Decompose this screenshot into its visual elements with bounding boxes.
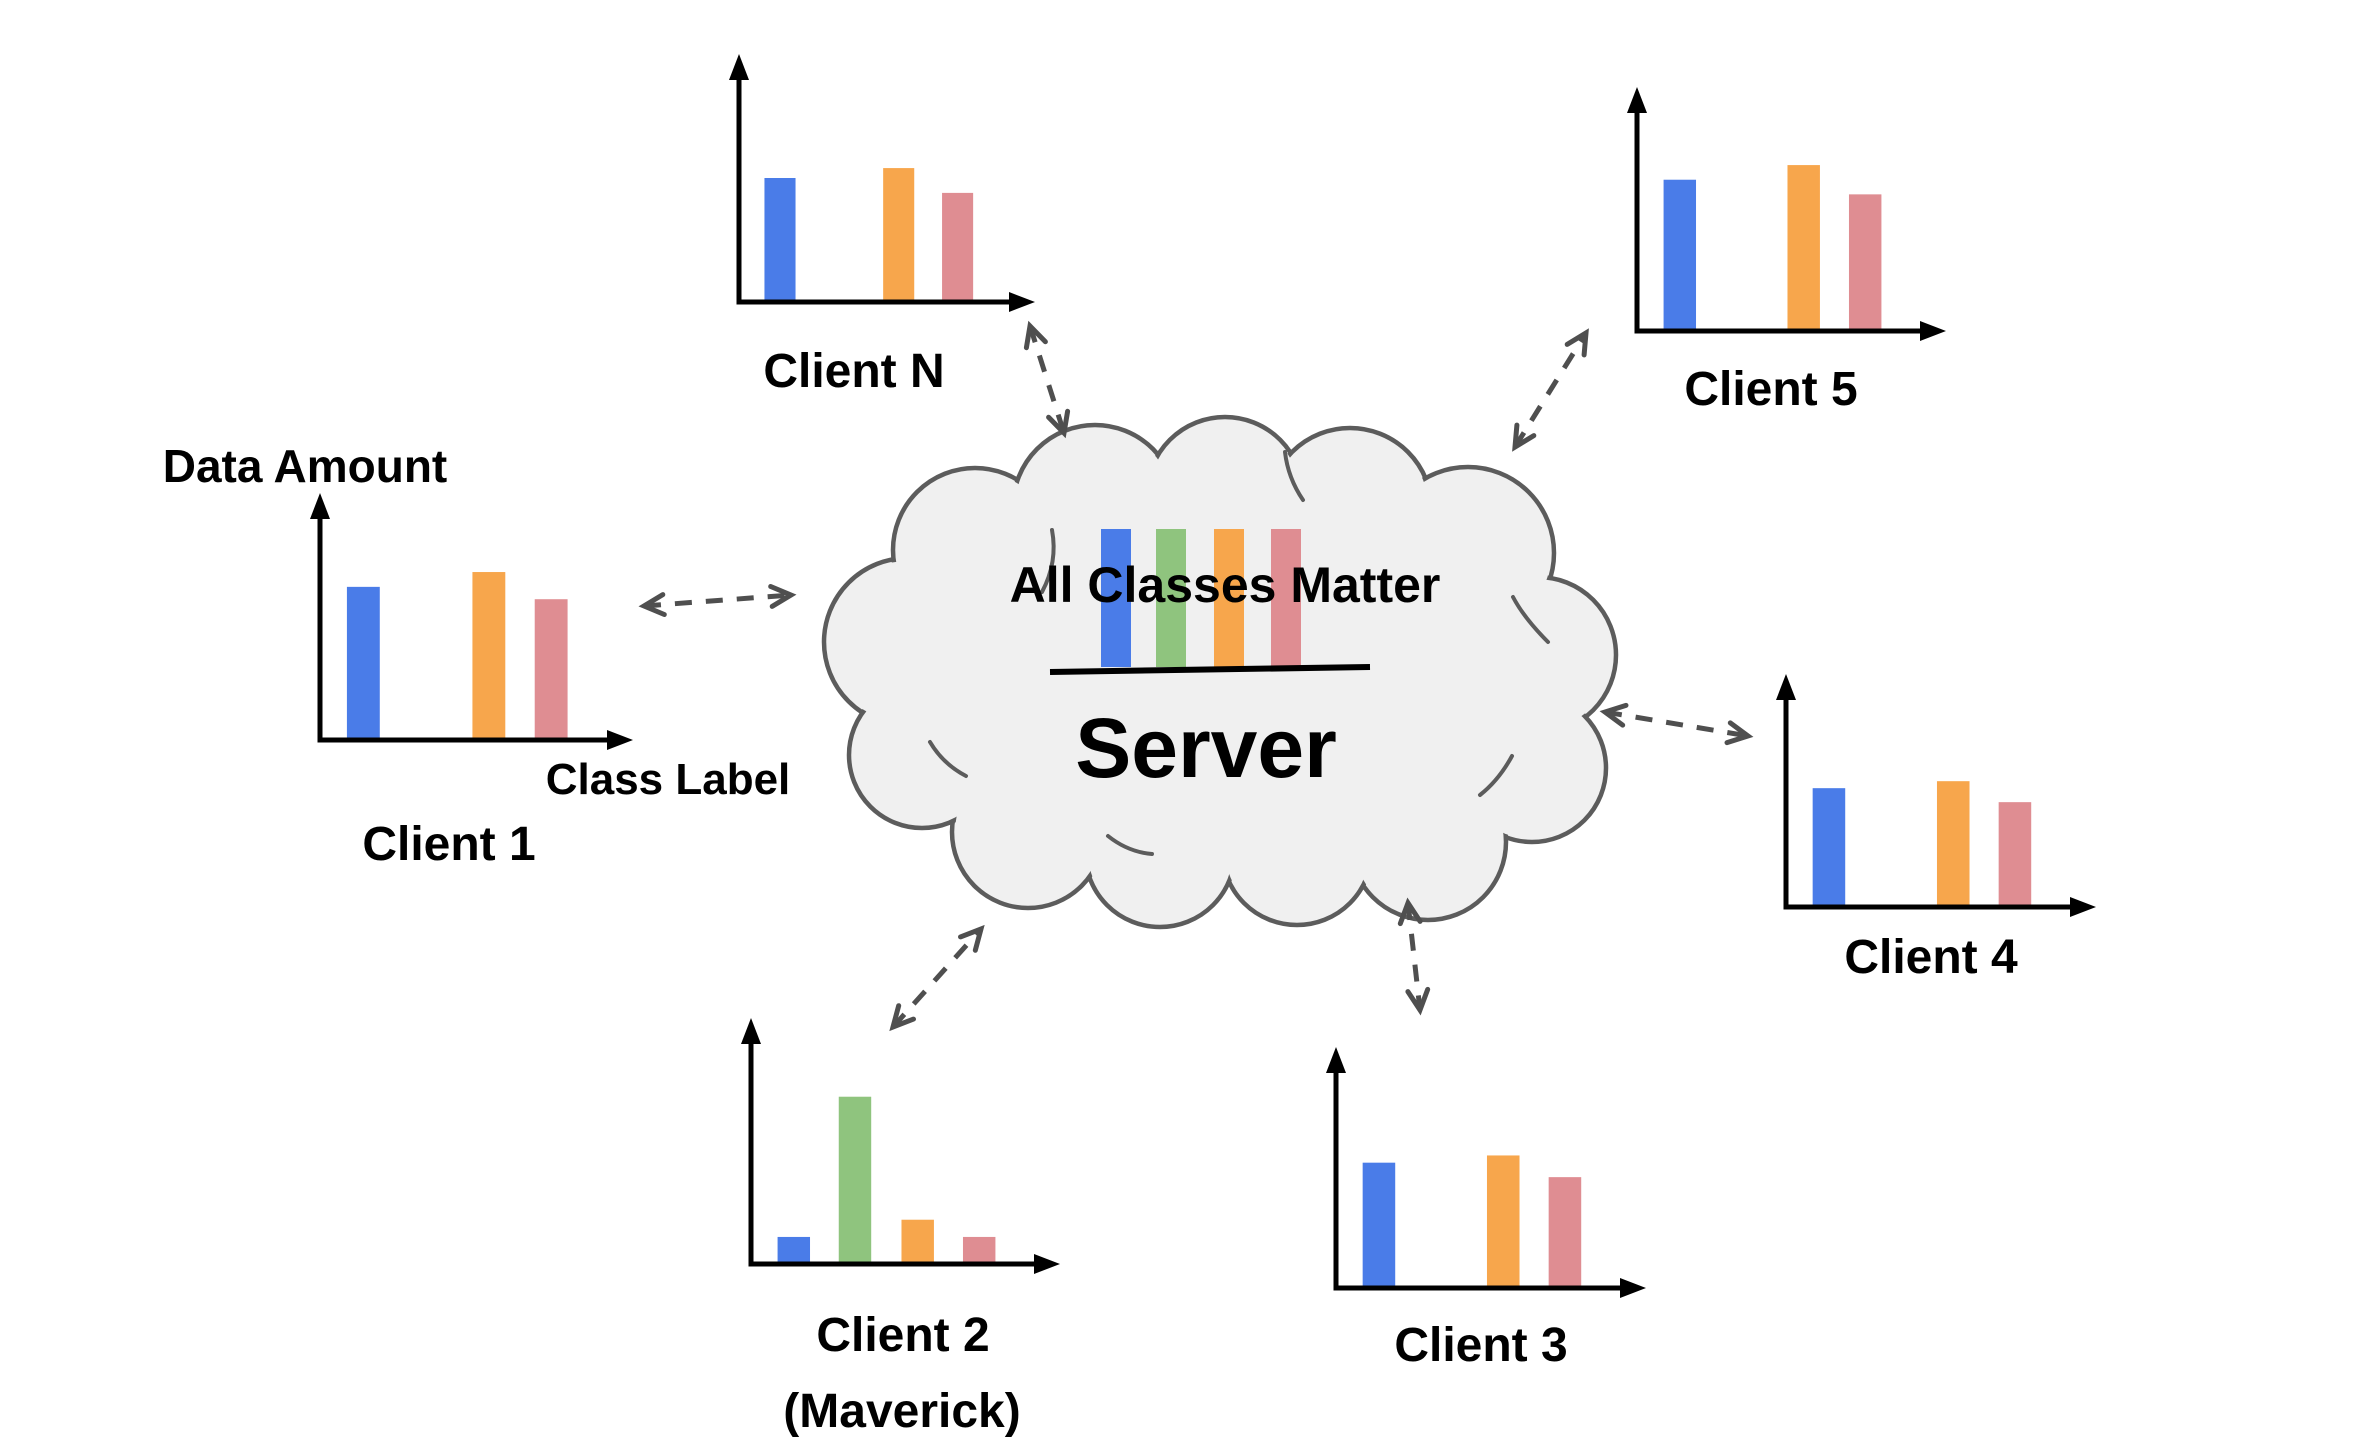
arrowhead	[1023, 320, 1048, 351]
arrowhead	[768, 584, 797, 609]
client3-x-axis-arrowhead	[1620, 1278, 1646, 1298]
client1-bar-orange	[472, 572, 506, 740]
server-bar-green	[1156, 529, 1186, 667]
arrowhead	[638, 592, 667, 617]
clientN-bar-pink	[942, 192, 974, 302]
client2-bar-blue	[777, 1236, 811, 1264]
cloud-arc-detail	[1040, 528, 1056, 594]
client5-bar-orange	[1787, 165, 1820, 331]
arrowhead	[1512, 422, 1537, 452]
client1-x-axis-arrowhead	[607, 730, 633, 750]
client4-bar-blue	[1812, 788, 1846, 907]
clientN-bar-blue	[764, 178, 796, 302]
cloud-arc-detail	[928, 740, 968, 778]
arrow-shaft	[891, 927, 983, 1029]
chart-client2	[741, 1018, 1060, 1274]
client1-bar-blue	[346, 586, 380, 740]
client-5-label: Client 5	[1684, 362, 1858, 416]
client2-x-axis-arrowhead	[1034, 1254, 1060, 1274]
server-baseline	[1049, 664, 1371, 675]
arrowhead	[1724, 720, 1754, 746]
server-bar-pink	[1271, 529, 1301, 667]
chart-client5	[1627, 87, 1946, 341]
clientN-x-axis-arrowhead	[1009, 292, 1035, 312]
cloud-arc-detail	[1478, 754, 1514, 797]
arrow-shaft	[1512, 331, 1589, 449]
arrowhead	[889, 1003, 916, 1032]
client2-bar-orange	[901, 1219, 934, 1264]
arrowhead	[1046, 408, 1071, 439]
chart-client4	[1776, 674, 2096, 917]
arrowhead	[958, 924, 985, 953]
client-2-label: Client 2	[816, 1308, 990, 1362]
client-n-label: Client N	[763, 344, 945, 398]
server-banner-label: All Classes Matter	[1009, 556, 1441, 613]
chart-server-distribution	[1049, 529, 1371, 675]
server-label: Server	[1075, 700, 1337, 795]
cloud-arc-detail	[1511, 595, 1550, 644]
chart-client3	[1326, 1047, 1646, 1298]
client3-bar-blue	[1362, 1162, 1396, 1288]
clientN-bar-orange	[883, 168, 915, 302]
arrow-client1-server	[638, 584, 797, 617]
client3-bar-orange	[1486, 1155, 1520, 1288]
client4-y-axis-arrowhead	[1776, 674, 1796, 700]
client3-y-axis-arrowhead	[1326, 1047, 1346, 1073]
client2-bar-pink	[962, 1236, 996, 1264]
client2-bar-green	[838, 1096, 872, 1264]
client2-y-axis-arrowhead	[741, 1018, 761, 1044]
client1-y-axis-arrowhead	[310, 493, 330, 519]
client5-bar-pink	[1848, 194, 1882, 331]
client-3-label: Client 3	[1394, 1318, 1568, 1372]
arrow-client5-server	[1512, 328, 1589, 452]
arrowhead	[1405, 986, 1431, 1016]
client1-bar-pink	[534, 599, 568, 740]
client-1-label: Client 1	[362, 817, 536, 871]
client3-bar-pink	[1548, 1177, 1582, 1288]
cloud-arc-detail	[1106, 834, 1154, 856]
cloud-arc-detail	[1283, 450, 1305, 502]
client4-x-axis-arrowhead	[2070, 897, 2096, 917]
arrowhead	[1397, 897, 1423, 927]
arrow-client3-server	[1397, 897, 1431, 1016]
client5-y-axis-arrowhead	[1627, 87, 1647, 113]
client5-bar-blue	[1663, 179, 1697, 331]
server-bar-blue	[1101, 529, 1131, 667]
chart-client1	[310, 493, 633, 750]
arrow-shaft	[1604, 709, 1749, 739]
client5-x-axis-arrowhead	[1920, 321, 1946, 341]
client4-bar-orange	[1936, 781, 1970, 907]
y-axis-label: Data Amount	[162, 439, 448, 492]
client-4-label: Client 4	[1844, 930, 2018, 984]
server-cloud	[821, 414, 1619, 930]
arrow-clientN-server	[1023, 320, 1071, 439]
arrow-shaft	[643, 592, 792, 609]
clientN-y-axis-arrowhead	[729, 54, 749, 80]
chart-clientN	[729, 54, 1035, 312]
arrow-shaft	[1027, 325, 1067, 434]
arrow-client4-server	[1599, 702, 1754, 746]
x-axis-label: Class Label	[545, 754, 791, 804]
client4-bar-pink	[1998, 802, 2032, 907]
arrowhead	[1564, 328, 1589, 358]
arrow-client2-server	[889, 924, 985, 1032]
client-2-sublabel: (Maverick)	[783, 1384, 1021, 1438]
server-bar-orange	[1214, 529, 1244, 667]
arrowhead	[1599, 702, 1629, 728]
